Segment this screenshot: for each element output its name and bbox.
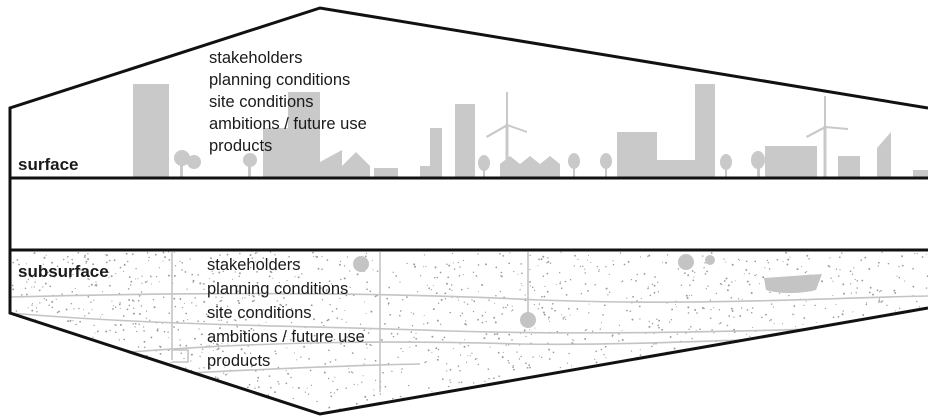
soil-texture — [10, 251, 928, 414]
slim-tower — [430, 128, 442, 178]
trees — [174, 150, 765, 178]
surface-label: surface — [18, 155, 79, 174]
gable-house — [342, 152, 370, 178]
skyline-silhouettes — [133, 84, 928, 178]
commercial-building — [617, 132, 657, 178]
diagram-outline — [8, 6, 928, 416]
list-item: products — [207, 352, 271, 370]
subsurface-list: stakeholders planning conditions site co… — [207, 253, 365, 373]
tall-building — [133, 84, 169, 178]
shed — [374, 168, 398, 178]
small-building — [838, 156, 860, 178]
angled-building — [877, 132, 891, 178]
underground-objects — [353, 254, 822, 328]
list-item: planning conditions — [207, 280, 349, 298]
pipes — [171, 252, 529, 392]
warehouse — [765, 146, 817, 178]
tall-tower — [695, 84, 715, 178]
soil-strata — [10, 292, 928, 381]
subsurface-label: subsurface — [18, 262, 109, 281]
list-item: stakeholders — [209, 49, 303, 67]
buried-tank — [764, 274, 822, 293]
wind-turbine-icon — [806, 96, 848, 178]
upper-outline — [8, 6, 928, 178]
soil-dots — [10, 251, 928, 414]
row-houses — [500, 156, 560, 178]
list-item: site conditions — [207, 304, 312, 322]
list-item: products — [209, 137, 273, 155]
list-item: ambitions / future use — [207, 328, 365, 346]
tower-building — [288, 92, 320, 178]
small-block — [420, 166, 432, 178]
list-item: planning conditions — [209, 71, 351, 89]
low-building — [263, 128, 288, 178]
list-item: site conditions — [209, 93, 314, 111]
low-annex — [657, 160, 695, 178]
surface-list: stakeholders planning conditions site co… — [209, 47, 367, 157]
wind-turbine-icon — [486, 92, 527, 178]
list-item: ambitions / future use — [209, 115, 367, 133]
list-item: stakeholders — [207, 256, 301, 274]
ground-strip — [913, 170, 928, 178]
lower-outline — [8, 250, 928, 416]
sloped-roof-building — [320, 150, 342, 178]
highrise — [455, 104, 475, 178]
